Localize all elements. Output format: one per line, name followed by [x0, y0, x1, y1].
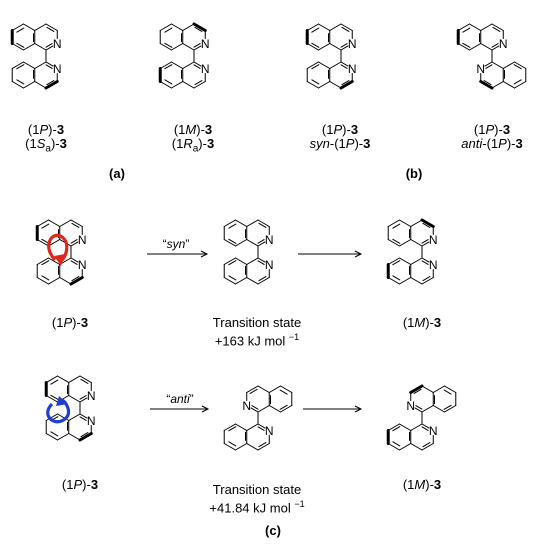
- nitrogen-atom-label: N: [78, 233, 87, 247]
- label-a2: (1M)-3 (1Ra)-3: [171, 122, 215, 155]
- nitrogen-atom-label: N: [429, 258, 438, 272]
- label-a1: (1P)-3 (1Sa)-3: [25, 122, 67, 155]
- panel-label-b: (b): [405, 166, 423, 181]
- rotation-arrow-anti: [46, 396, 71, 424]
- nitrogen-atom-label: N: [242, 399, 251, 413]
- nitrogen-atom-label: N: [201, 62, 210, 76]
- nitrogen-atom-label: N: [265, 233, 274, 247]
- label-c-anti-start: (1P)-3: [61, 477, 99, 492]
- anti-arrow-2-head: [354, 405, 363, 413]
- label-c-anti-end: (1M)-3: [402, 477, 442, 492]
- nitrogen-atom-label: N: [265, 258, 274, 272]
- nitrogen-atom-label: N: [78, 258, 87, 272]
- nitrogen-atom-label: N: [406, 399, 415, 413]
- nitrogen-atom-label: N: [265, 424, 274, 438]
- anti-arrow-1-head: [201, 405, 210, 413]
- nitrogen-atom-label: N: [429, 233, 438, 247]
- label-ts-syn: Transition state +163 kJ mol −1: [212, 315, 302, 349]
- nitrogen-atom-label: N: [429, 424, 438, 438]
- nitrogen-atom-label: N: [53, 37, 62, 51]
- nitrogen-atom-label: N: [476, 62, 485, 76]
- rotation-arrow-syn: [47, 233, 69, 266]
- anti-arrow-label: “anti”: [166, 392, 194, 406]
- label-c-syn-end: (1M)-3: [402, 315, 442, 330]
- label-ts-anti: Transition state +41.84 kJ mol −1: [209, 482, 305, 516]
- panel-label-c: (c): [265, 523, 281, 538]
- nitrogen-atom-label: N: [201, 37, 210, 51]
- syn-arrow-1-head: [200, 250, 209, 258]
- nitrogen-atom-label: N: [53, 62, 62, 76]
- nitrogen-atom-label: N: [499, 37, 508, 51]
- label-b1: (1P)-3 syn-(1P)-3: [309, 122, 371, 151]
- nitrogen-atom-label: N: [348, 62, 357, 76]
- nitrogen-atom-label: N: [87, 414, 96, 428]
- panel-label-a: (a): [109, 166, 125, 181]
- label-c-syn-start: (1P)-3: [51, 315, 89, 330]
- label-b2: (1P)-3 anti-(1P)-3: [461, 122, 523, 151]
- syn-arrow-label: “syn”: [162, 237, 190, 251]
- nitrogen-atom-label: N: [87, 389, 96, 403]
- nitrogen-atom-label: N: [348, 37, 357, 51]
- reaction-arrows: [147, 250, 363, 413]
- syn-arrow-2-head: [354, 250, 363, 258]
